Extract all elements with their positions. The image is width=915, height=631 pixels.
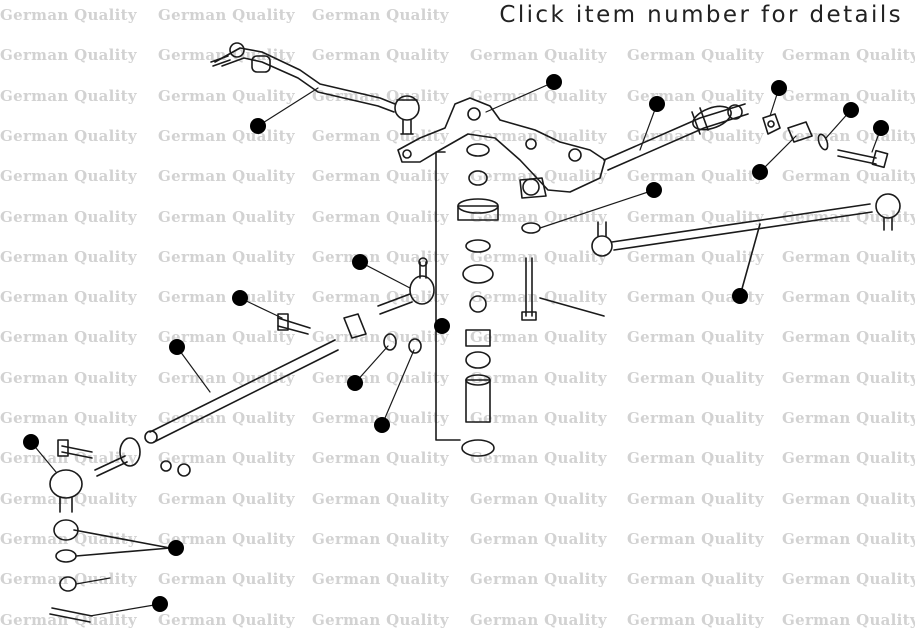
- item-marker-dust-boot[interactable]: [169, 339, 185, 355]
- item-marker-tie-rod-assembly-right[interactable]: [649, 96, 665, 112]
- tie-rod-right-drawing: [603, 103, 749, 171]
- item-marker-lock-washer[interactable]: [23, 434, 39, 450]
- page-title: Click item number for details: [499, 2, 903, 28]
- tie-rod-long-drawing: [539, 193, 901, 317]
- item-marker-bolt[interactable]: [168, 540, 184, 556]
- item-marker-idler-bushing-kit[interactable]: [232, 290, 248, 306]
- idler-bushing-stack-drawing: [435, 143, 541, 457]
- item-marker-nut[interactable]: [732, 288, 748, 304]
- item-marker-center-tie-rod[interactable]: [771, 80, 787, 96]
- item-marker-clamp[interactable]: [646, 182, 662, 198]
- center-tie-rod-drawing: [57, 339, 339, 477]
- drag-link-drawing: [210, 42, 420, 135]
- item-marker-drag-link[interactable]: [250, 118, 266, 134]
- outer-tie-rod-end-drawing: [49, 469, 171, 623]
- item-marker-idler-arm-bracket[interactable]: [546, 74, 562, 90]
- item-marker-pitman-bushing[interactable]: [374, 417, 390, 433]
- item-marker-cotter-pin[interactable]: [347, 375, 363, 391]
- item-marker-clamp-bolt[interactable]: [752, 164, 768, 180]
- item-marker-outer-tie-rod-end[interactable]: [434, 318, 450, 334]
- item-marker-washer[interactable]: [352, 254, 368, 270]
- inner-tie-rod-end-drawing: [277, 257, 435, 354]
- item-marker-tie-rod-assembly-long[interactable]: [843, 102, 859, 118]
- idler-arm-bracket-drawing: [397, 97, 606, 199]
- item-number-markers: [23, 74, 889, 612]
- item-marker-bracket-bolt[interactable]: [152, 596, 168, 612]
- bushing-parts-drawing: [762, 113, 889, 169]
- leader-lines: [30, 81, 882, 617]
- item-marker-tie-rod-end-inner[interactable]: [873, 120, 889, 136]
